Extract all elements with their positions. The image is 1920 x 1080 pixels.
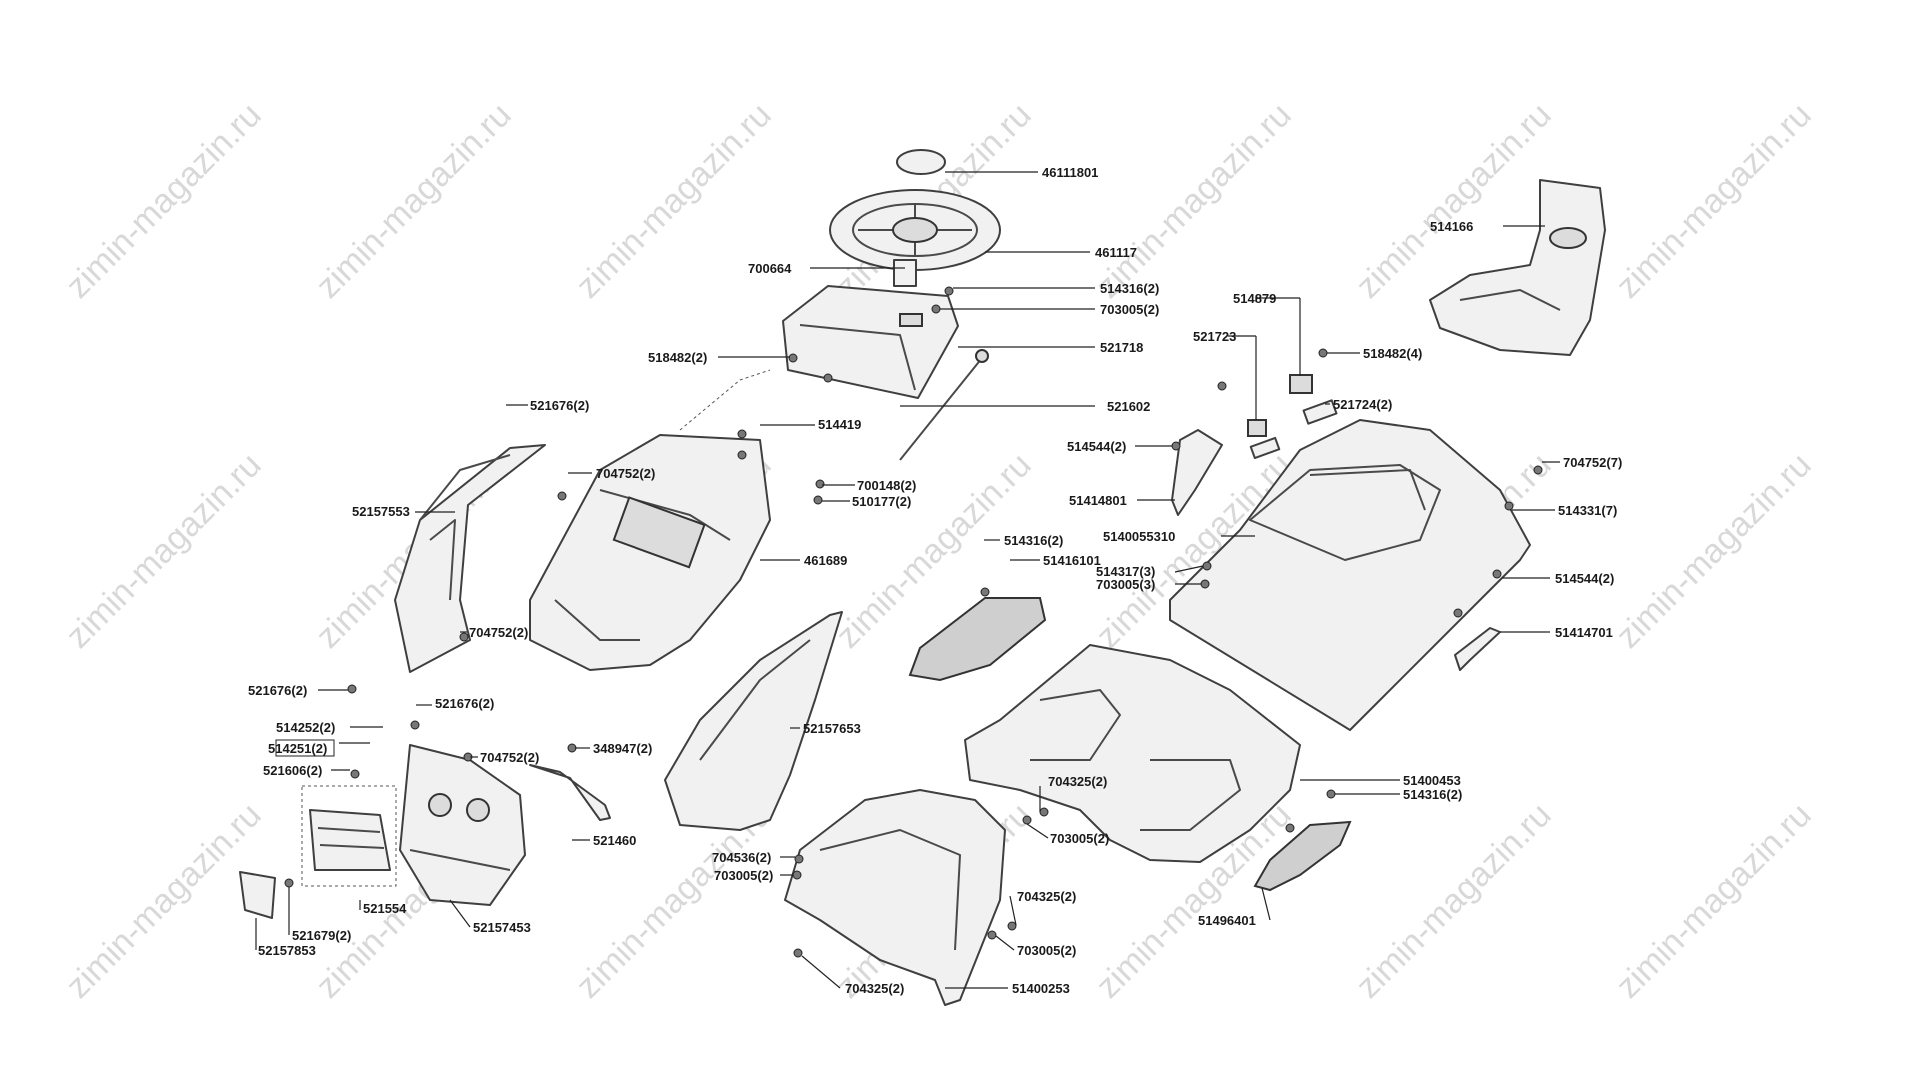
label-52157653: 52157653 — [803, 721, 861, 736]
label-700148-2: 700148(2) — [857, 478, 916, 493]
part-labels: 46111801 461117 700664 514316(2) 703005(… — [248, 165, 1622, 996]
label-514316-2-a: 514316(2) — [1100, 281, 1159, 296]
footrest-right — [1253, 820, 1352, 892]
watermark: zimin-magazin.ru — [1609, 96, 1819, 306]
label-521676-2-a: 521676(2) — [530, 398, 589, 413]
label-5140055310: 5140055310 — [1103, 529, 1175, 544]
label-514316-2-c: 514316(2) — [1403, 787, 1462, 802]
label-521676-2-b: 521676(2) — [248, 683, 307, 698]
hood-side-panel-center — [664, 611, 843, 831]
steering-wheel-cap — [896, 149, 946, 175]
footrest-left — [908, 597, 1047, 682]
watermark: zimin-magazin.ru — [1609, 446, 1819, 656]
hood-side-panel-left — [394, 444, 546, 673]
label-704536-2: 704536(2) — [712, 850, 771, 865]
label-521723: 521723 — [1193, 329, 1236, 344]
label-514252-2: 514252(2) — [276, 720, 335, 735]
label-704752-2-b: 704752(2) — [469, 625, 528, 640]
label-51414801: 51414801 — [1069, 493, 1127, 508]
front-lower-panel — [399, 744, 526, 906]
label-514316-2-b: 514316(2) — [1004, 533, 1063, 548]
watermark: zimin-magazin.ru — [309, 96, 519, 306]
switch-521723 — [1247, 419, 1281, 460]
label-514251-highlight-box — [275, 739, 335, 757]
label-521724-2: 521724(2) — [1333, 397, 1392, 412]
label-51400453: 51400453 — [1403, 773, 1461, 788]
label-52157853: 52157853 — [258, 943, 316, 958]
label-703005-2-d: 703005(2) — [714, 868, 773, 883]
switch-514879 — [1289, 374, 1338, 425]
label-703005-2-c: 703005(2) — [1050, 831, 1109, 846]
label-703005-2-a: 703005(2) — [1100, 302, 1159, 317]
label-518482-4: 518482(4) — [1363, 346, 1422, 361]
label-704752-7: 704752(7) — [1563, 455, 1622, 470]
hood — [529, 369, 771, 671]
label-704752-2-c: 704752(2) — [480, 750, 539, 765]
fasteners — [284, 286, 1543, 958]
label-521602: 521602 — [1107, 399, 1150, 414]
label-521718: 521718 — [1100, 340, 1143, 355]
label-461689: 461689 — [804, 553, 847, 568]
label-521606-2: 521606(2) — [263, 763, 322, 778]
rear-body — [1169, 419, 1531, 731]
headlight-assembly — [301, 785, 397, 887]
label-348947-2: 348947(2) — [593, 741, 652, 756]
label-51416101: 51416101 — [1043, 553, 1101, 568]
label-514544-2-a: 514544(2) — [1067, 439, 1126, 454]
label-518482-2: 518482(2) — [648, 350, 707, 365]
label-703005-3: 703005(3) — [1096, 577, 1155, 592]
steering-wheel — [829, 189, 1001, 287]
watermark: zimin-magazin.ru — [59, 796, 269, 1006]
watermark: zimin-magazin.ru — [1609, 796, 1819, 1006]
watermark: zimin-magazin.ru — [1089, 96, 1299, 306]
label-52157453: 52157453 — [473, 920, 531, 935]
label-514544-2-b: 514544(2) — [1555, 571, 1614, 586]
label-700664: 700664 — [748, 261, 792, 276]
watermark: zimin-magazin.ru — [59, 96, 269, 306]
label-51496401: 51496401 — [1198, 913, 1256, 928]
label-704325-2-c: 704325(2) — [845, 981, 904, 996]
front-fender — [784, 789, 1006, 1006]
throttle-cable — [899, 349, 989, 461]
label-704752-2-a: 704752(2) — [596, 466, 655, 481]
label-51400253: 51400253 — [1012, 981, 1070, 996]
label-704325-2-a: 704325(2) — [1048, 774, 1107, 789]
label-514166: 514166 — [1430, 219, 1473, 234]
label-521676-2-c: 521676(2) — [435, 696, 494, 711]
label-521554: 521554 — [363, 901, 407, 916]
label-514251-2: 514251(2) — [268, 741, 327, 756]
label-514317-3: 514317(3) — [1096, 564, 1155, 579]
label-510177-2: 510177(2) — [852, 494, 911, 509]
label-514879: 514879 — [1233, 291, 1276, 306]
dashboard-cover — [782, 285, 959, 399]
label-521679-2: 521679(2) — [292, 928, 351, 943]
floor-pan — [964, 644, 1301, 863]
watermark: zimin-magazin.ru — [59, 446, 269, 656]
label-461117: 461117 — [1095, 245, 1137, 260]
label-52157553: 52157553 — [352, 504, 410, 519]
seat — [1429, 179, 1606, 356]
label-51414701: 51414701 — [1555, 625, 1613, 640]
label-521460: 521460 — [593, 833, 636, 848]
label-514419: 514419 — [818, 417, 861, 432]
bracket — [529, 764, 611, 821]
front-bumper-piece — [239, 871, 276, 919]
label-704325-2-b: 704325(2) — [1017, 889, 1076, 904]
label-46111801: 46111801 — [1042, 165, 1098, 180]
side-trim-right — [1454, 627, 1501, 671]
watermark: zimin-magazin.ru — [1349, 796, 1559, 1006]
leader-lines — [255, 171, 1560, 989]
label-514331-7: 514331(7) — [1558, 503, 1617, 518]
label-703005-2-e: 703005(2) — [1017, 943, 1076, 958]
